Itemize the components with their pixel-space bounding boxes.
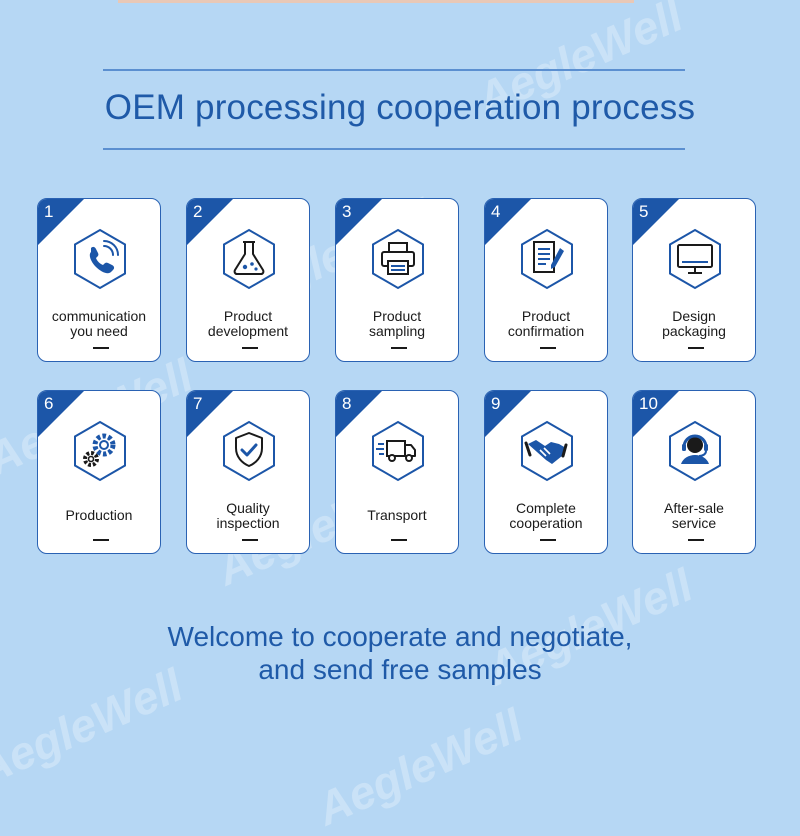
step-number-corner — [485, 391, 531, 437]
step-card-6: 6 Production — [37, 390, 161, 554]
headset-agent-icon — [669, 420, 721, 482]
document-pen-icon — [521, 228, 573, 290]
step-card-9: 9 Complete cooperation — [484, 390, 608, 554]
step-number-corner — [633, 199, 679, 245]
step-label: communication you need — [51, 308, 147, 339]
title-rule-top — [103, 69, 685, 71]
step-number-corner — [336, 391, 382, 437]
step-number-corner — [633, 391, 679, 437]
truck-icon — [372, 420, 424, 482]
step-number: 9 — [491, 394, 501, 413]
printer-icon — [372, 228, 424, 290]
step-label: Complete cooperation — [509, 500, 583, 531]
shield-check-icon — [223, 420, 275, 482]
process-steps-grid: 1 communication you need 2 Product devel… — [37, 198, 756, 554]
step-label: After-sale service — [664, 500, 724, 531]
step-dash — [391, 347, 407, 349]
step-dash — [391, 539, 407, 541]
step-card-4: 4 Product confirmation — [484, 198, 608, 362]
step-label: Product confirmation — [507, 308, 585, 339]
step-dash — [93, 539, 109, 541]
step-dash — [93, 347, 109, 349]
page-title: OEM processing cooperation process — [104, 88, 696, 127]
step-card-5: 5 Design packaging — [632, 198, 756, 362]
step-card-2: 2 Product development — [186, 198, 310, 362]
footer-message-line2: and send free samples — [258, 654, 542, 685]
step-card-3: 3 Product sampling — [335, 198, 459, 362]
step-number: 3 — [342, 202, 352, 221]
step-dash — [540, 539, 556, 541]
step-dash — [242, 539, 258, 541]
step-number-corner — [187, 199, 233, 245]
step-card-10: 10 After-sale service — [632, 390, 756, 554]
step-number-corner — [485, 199, 531, 245]
step-card-7: 7 Quality inspection — [186, 390, 310, 554]
footer-message-line1: Welcome to cooperate and negotiate, — [167, 621, 633, 652]
handshake-icon — [521, 420, 573, 482]
gears-icon — [74, 420, 126, 482]
step-number: 6 — [44, 394, 54, 413]
step-label: Production — [65, 507, 133, 523]
step-label: Quality inspection — [216, 500, 280, 531]
step-dash — [540, 347, 556, 349]
monitor-icon — [669, 228, 721, 290]
top-accent-strip — [118, 0, 634, 3]
flask-icon — [223, 228, 275, 290]
step-number: 2 — [193, 202, 203, 221]
step-number-corner — [336, 199, 382, 245]
phone-icon — [74, 228, 126, 290]
title-rule-bottom — [103, 148, 685, 150]
step-dash — [242, 347, 258, 349]
step-dash — [688, 539, 704, 541]
step-number: 8 — [342, 394, 352, 413]
step-number: 10 — [639, 394, 658, 413]
step-number: 1 — [44, 202, 54, 221]
step-number: 5 — [639, 202, 649, 221]
step-card-1: 1 communication you need — [37, 198, 161, 362]
step-number: 4 — [491, 202, 501, 221]
step-label: Transport — [367, 507, 427, 523]
step-dash — [688, 347, 704, 349]
step-number-corner — [187, 391, 233, 437]
step-number: 7 — [193, 394, 203, 413]
step-label: Design packaging — [662, 308, 726, 339]
step-number-corner — [38, 391, 84, 437]
step-number-corner — [38, 199, 84, 245]
step-label: Product sampling — [368, 308, 426, 339]
step-card-8: 8 Transport — [335, 390, 459, 554]
step-label: Product development — [207, 308, 289, 339]
